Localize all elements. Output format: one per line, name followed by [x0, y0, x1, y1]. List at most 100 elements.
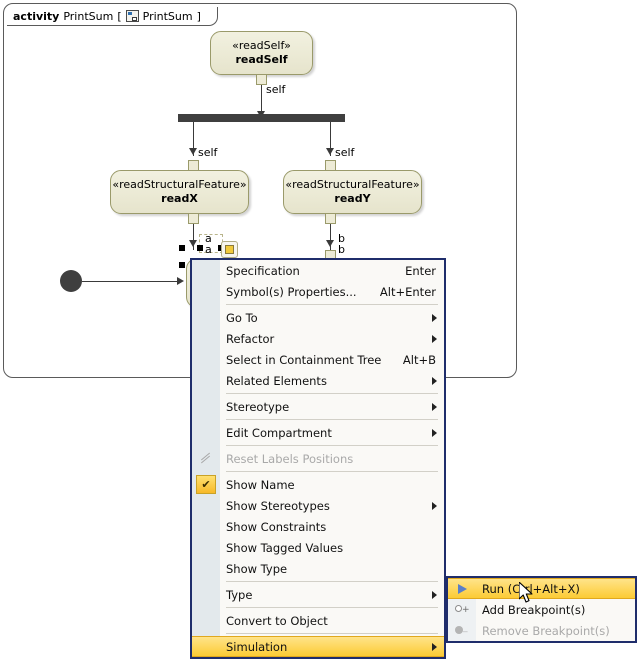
menu-item-label: Show Constraints [226, 519, 327, 534]
edge-label-self-left: self [198, 146, 218, 159]
menu-separator [226, 607, 438, 608]
edge-label-self-top: self [266, 83, 286, 96]
menu-item-show-tagged-values[interactable]: Show Tagged Values [192, 537, 444, 558]
chevron-right-icon [432, 642, 437, 651]
action-ready-name: readY [334, 192, 371, 205]
menu-item-shortcut: Enter [405, 263, 436, 278]
menu-item-shortcut: Alt+Enter [379, 284, 436, 299]
context-menu[interactable]: Specification Enter Symbol(s) Properties… [190, 258, 446, 659]
note-badge-icon[interactable] [221, 241, 238, 258]
chevron-right-icon [432, 376, 437, 385]
flow-fork-to-ready [330, 122, 331, 156]
submenu-item-add-breakpoints[interactable]: Add Breakpoint(s) [448, 599, 635, 620]
menu-item-refactor[interactable]: Refactor [192, 328, 444, 349]
menu-separator [226, 393, 438, 394]
output-pin-ready[interactable] [325, 213, 336, 224]
menu-item-label: Stereotype [226, 399, 290, 414]
edge-label-b-lower: b [338, 243, 345, 256]
chevron-right-icon [432, 334, 437, 343]
menu-separator [226, 419, 438, 420]
edge-label-a-lower: a [205, 243, 212, 256]
action-readself[interactable]: «readSelf» readSelf [210, 31, 313, 75]
menu-separator [226, 304, 438, 305]
submenu-item-remove-breakpoints: Remove Breakpoint(s) [448, 620, 635, 641]
menu-item-symbol-properties[interactable]: Symbol(s) Properties... Alt+Enter [192, 281, 444, 302]
output-pin-readx[interactable] [188, 213, 199, 224]
simulation-submenu[interactable]: Run (Ctrl+Alt+X) Add Breakpoint(s) Remov… [446, 576, 637, 643]
submenu-item-label: Remove Breakpoint(s) [482, 623, 610, 638]
menu-item-show-constraints[interactable]: Show Constraints [192, 516, 444, 537]
menu-item-show-name[interactable]: ✔ Show Name [192, 474, 444, 495]
run-icon [454, 581, 470, 597]
activity-frame-header: activity PrintSum [ PrintSum ] [7, 7, 218, 26]
arrowhead-initial-to-action [177, 277, 184, 285]
arrowhead-fork-to-readx [189, 148, 197, 155]
flow-readx-down [193, 224, 194, 250]
menu-item-label: Show Name [226, 477, 295, 492]
menu-item-show-type[interactable]: Show Type [192, 558, 444, 579]
menu-item-label: Show Tagged Values [226, 540, 344, 555]
chevron-right-icon [432, 402, 437, 411]
action-ready-stereotype: «readStructuralFeature» [285, 178, 420, 192]
menu-item-label: Reset Labels Positions [226, 451, 354, 466]
arrowhead-ready-down [326, 240, 334, 247]
flow-ready-down [330, 224, 331, 250]
menu-item-go-to[interactable]: Go To [192, 307, 444, 328]
edge-label-b-upper: b [338, 232, 345, 245]
menu-separator [226, 471, 438, 472]
menu-item-edit-compartment[interactable]: Edit Compartment [192, 422, 444, 443]
submenu-item-label: Run (Ctrl+Alt+X) [482, 581, 580, 596]
menu-item-simulation[interactable]: Simulation [192, 636, 444, 657]
menu-item-label: Go To [226, 310, 258, 325]
menu-item-label: Related Elements [226, 373, 327, 388]
action-readx-name: readX [161, 192, 198, 205]
menu-item-related-elements[interactable]: Related Elements [192, 370, 444, 391]
output-pin-readself[interactable] [256, 74, 267, 85]
submenu-item-label: Add Breakpoint(s) [482, 602, 586, 617]
fork-node-bar[interactable] [178, 114, 345, 122]
simulation-submenu-inner: Run (Ctrl+Alt+X) Add Breakpoint(s) Remov… [448, 578, 635, 641]
edge-label-a-upper: a [205, 232, 212, 245]
note-glyph [225, 245, 234, 254]
selection-handle-top-left[interactable] [179, 245, 185, 251]
menu-item-label: Convert to Object [226, 613, 328, 628]
action-readx-stereotype: «readStructuralFeature» [112, 178, 247, 192]
frame-diagram-name: PrintSum [142, 9, 193, 23]
chevron-right-icon [432, 590, 437, 599]
selection-handle-mid-left[interactable] [179, 262, 185, 268]
frame-close-bracket: ] [196, 9, 201, 23]
menu-item-label: Simulation [226, 639, 288, 654]
submenu-item-run[interactable]: Run (Ctrl+Alt+X) [448, 578, 635, 599]
menu-item-label: Symbol(s) Properties... [226, 284, 357, 299]
menu-item-stereotype[interactable]: Stereotype [192, 396, 444, 417]
menu-item-label: Refactor [226, 331, 275, 346]
reset-labels-icon [198, 451, 214, 467]
chevron-right-icon [432, 428, 437, 437]
menu-separator [226, 581, 438, 582]
frame-activity-name: PrintSum [63, 9, 114, 23]
menu-item-label: Type [226, 587, 253, 602]
context-menu-inner: Specification Enter Symbol(s) Properties… [192, 260, 444, 657]
edge-label-self-right: self [335, 146, 355, 159]
menu-item-reset-labels-positions: Reset Labels Positions [192, 448, 444, 469]
action-ready[interactable]: «readStructuralFeature» readY [283, 170, 422, 214]
selection-handle-top-mid[interactable] [197, 245, 203, 251]
menu-item-type[interactable]: Type [192, 584, 444, 605]
menu-item-specification[interactable]: Specification Enter [192, 260, 444, 281]
menu-item-label: Edit Compartment [226, 425, 332, 440]
action-readself-name: readSelf [235, 53, 288, 66]
menu-item-select-in-containment-tree[interactable]: Select in Containment Tree Alt+B [192, 349, 444, 370]
menu-item-label: Show Stereotypes [226, 498, 330, 513]
initial-node[interactable] [60, 270, 82, 292]
menu-separator [226, 633, 438, 634]
action-readself-stereotype: «readSelf» [232, 39, 291, 53]
chevron-right-icon [432, 313, 437, 322]
menu-item-convert-to-object[interactable]: Convert to Object [192, 610, 444, 631]
menu-separator [226, 445, 438, 446]
checkbox-checked-icon[interactable]: ✔ [196, 475, 216, 494]
action-readx[interactable]: «readStructuralFeature» readX [110, 170, 249, 214]
frame-keyword: activity [13, 9, 60, 23]
menu-item-show-stereotypes[interactable]: Show Stereotypes [192, 495, 444, 516]
menu-item-label: Select in Containment Tree [226, 352, 382, 367]
activity-diagram-icon [125, 10, 139, 22]
